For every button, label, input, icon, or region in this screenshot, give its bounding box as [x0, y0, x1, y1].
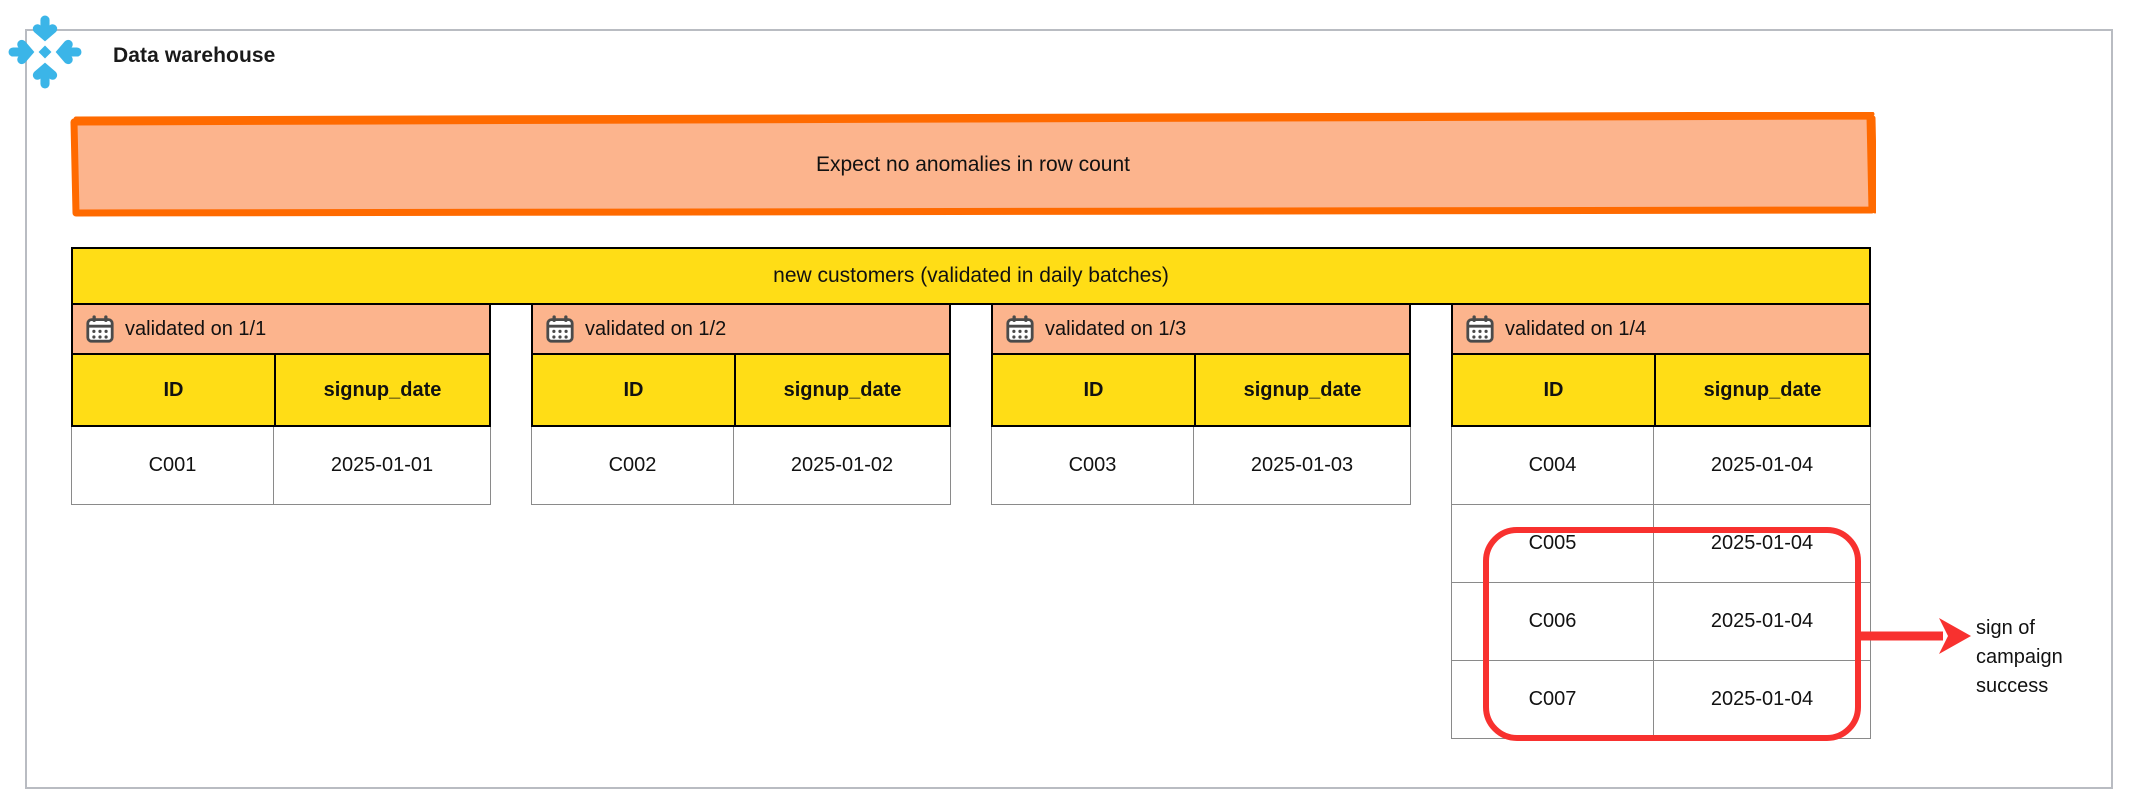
batch-day-header: validated on 1/3 [991, 303, 1411, 355]
cell-signup-date: 2025-01-03 [1250, 454, 1354, 476]
cell-signup-date: 2025-01-04 [1710, 610, 1814, 632]
batch-day-header: validated on 1/2 [531, 303, 951, 355]
cell-id: C005 [1452, 505, 1654, 582]
column-header-signup-date: signup_date [1243, 378, 1362, 401]
column-header-id: ID [533, 355, 736, 425]
column-header-row: ID signup_date [531, 355, 951, 427]
batch-day-label: validated on 1/2 [585, 317, 727, 340]
expectation-banner: Expect no anomalies in row count [70, 112, 1876, 217]
column-header-signup-date: signup_date [1703, 378, 1822, 401]
batch-group: validated on 1/2 ID signup_date C002 202… [531, 303, 951, 739]
cell-id: C004 [1452, 427, 1654, 504]
column-header-signup-date: signup_date [323, 378, 442, 401]
cell-signup-date: 2025-01-04 [1710, 454, 1814, 476]
cell-signup-date: 2025-01-04 [1710, 532, 1814, 554]
cell-signup-date: 2025-01-02 [790, 454, 894, 476]
cell-id: C001 [72, 427, 274, 504]
batch-group: validated on 1/1 ID signup_date C001 202… [71, 303, 491, 739]
snowflake-logo-icon [8, 15, 82, 89]
cell-signup-date: 2025-01-01 [330, 454, 434, 476]
table-row: C006 2025-01-04 [1451, 583, 1871, 661]
page-title: Data warehouse [113, 44, 282, 68]
batch-day-header: validated on 1/4 [1451, 303, 1871, 355]
expectation-banner-shape [70, 112, 1876, 217]
table-row: C002 2025-01-02 [531, 427, 951, 505]
column-header-id: ID [1453, 355, 1656, 425]
table-row: C001 2025-01-01 [71, 427, 491, 505]
cell-id: C003 [992, 427, 1194, 504]
anomaly-note-text: sign of campaign success [1976, 617, 2063, 697]
table-row: C005 2025-01-04 [1451, 505, 1871, 583]
column-header-id: ID [73, 355, 276, 425]
calendar-icon [86, 315, 114, 343]
calendar-icon [1006, 315, 1034, 343]
column-header-id: ID [993, 355, 1196, 425]
table-row: C007 2025-01-04 [1451, 661, 1871, 739]
expectation-text: Expect no anomalies in row count [815, 152, 1130, 176]
batch-day-label: validated on 1/1 [125, 317, 267, 340]
column-header-row: ID signup_date [1451, 355, 1871, 427]
batch-day-header: validated on 1/1 [71, 303, 491, 355]
calendar-icon [546, 315, 574, 343]
cell-id: C006 [1452, 583, 1654, 660]
batch-group: validated on 1/3 ID signup_date C003 202… [991, 303, 1411, 739]
batch-day-label: validated on 1/3 [1045, 317, 1187, 340]
new-customers-table: new customers (validated in daily batche… [71, 247, 1871, 739]
column-header-signup-date: signup_date [783, 378, 902, 401]
arrow-right-icon [1855, 618, 1971, 654]
table-row: C003 2025-01-03 [991, 427, 1411, 505]
batch-day-label: validated on 1/4 [1505, 317, 1647, 340]
cell-id: C002 [532, 427, 734, 504]
batch-group: validated on 1/4 ID signup_date C004 202… [1451, 303, 1871, 739]
cell-signup-date: 2025-01-04 [1710, 688, 1814, 710]
column-header-row: ID signup_date [71, 355, 491, 427]
batch-group-list: validated on 1/1 ID signup_date C001 202… [71, 303, 1871, 739]
calendar-icon [1466, 315, 1494, 343]
column-header-row: ID signup_date [991, 355, 1411, 427]
table-row: C004 2025-01-04 [1451, 427, 1871, 505]
table-title: new customers (validated in daily batche… [71, 247, 1871, 305]
cell-id: C007 [1452, 661, 1654, 738]
